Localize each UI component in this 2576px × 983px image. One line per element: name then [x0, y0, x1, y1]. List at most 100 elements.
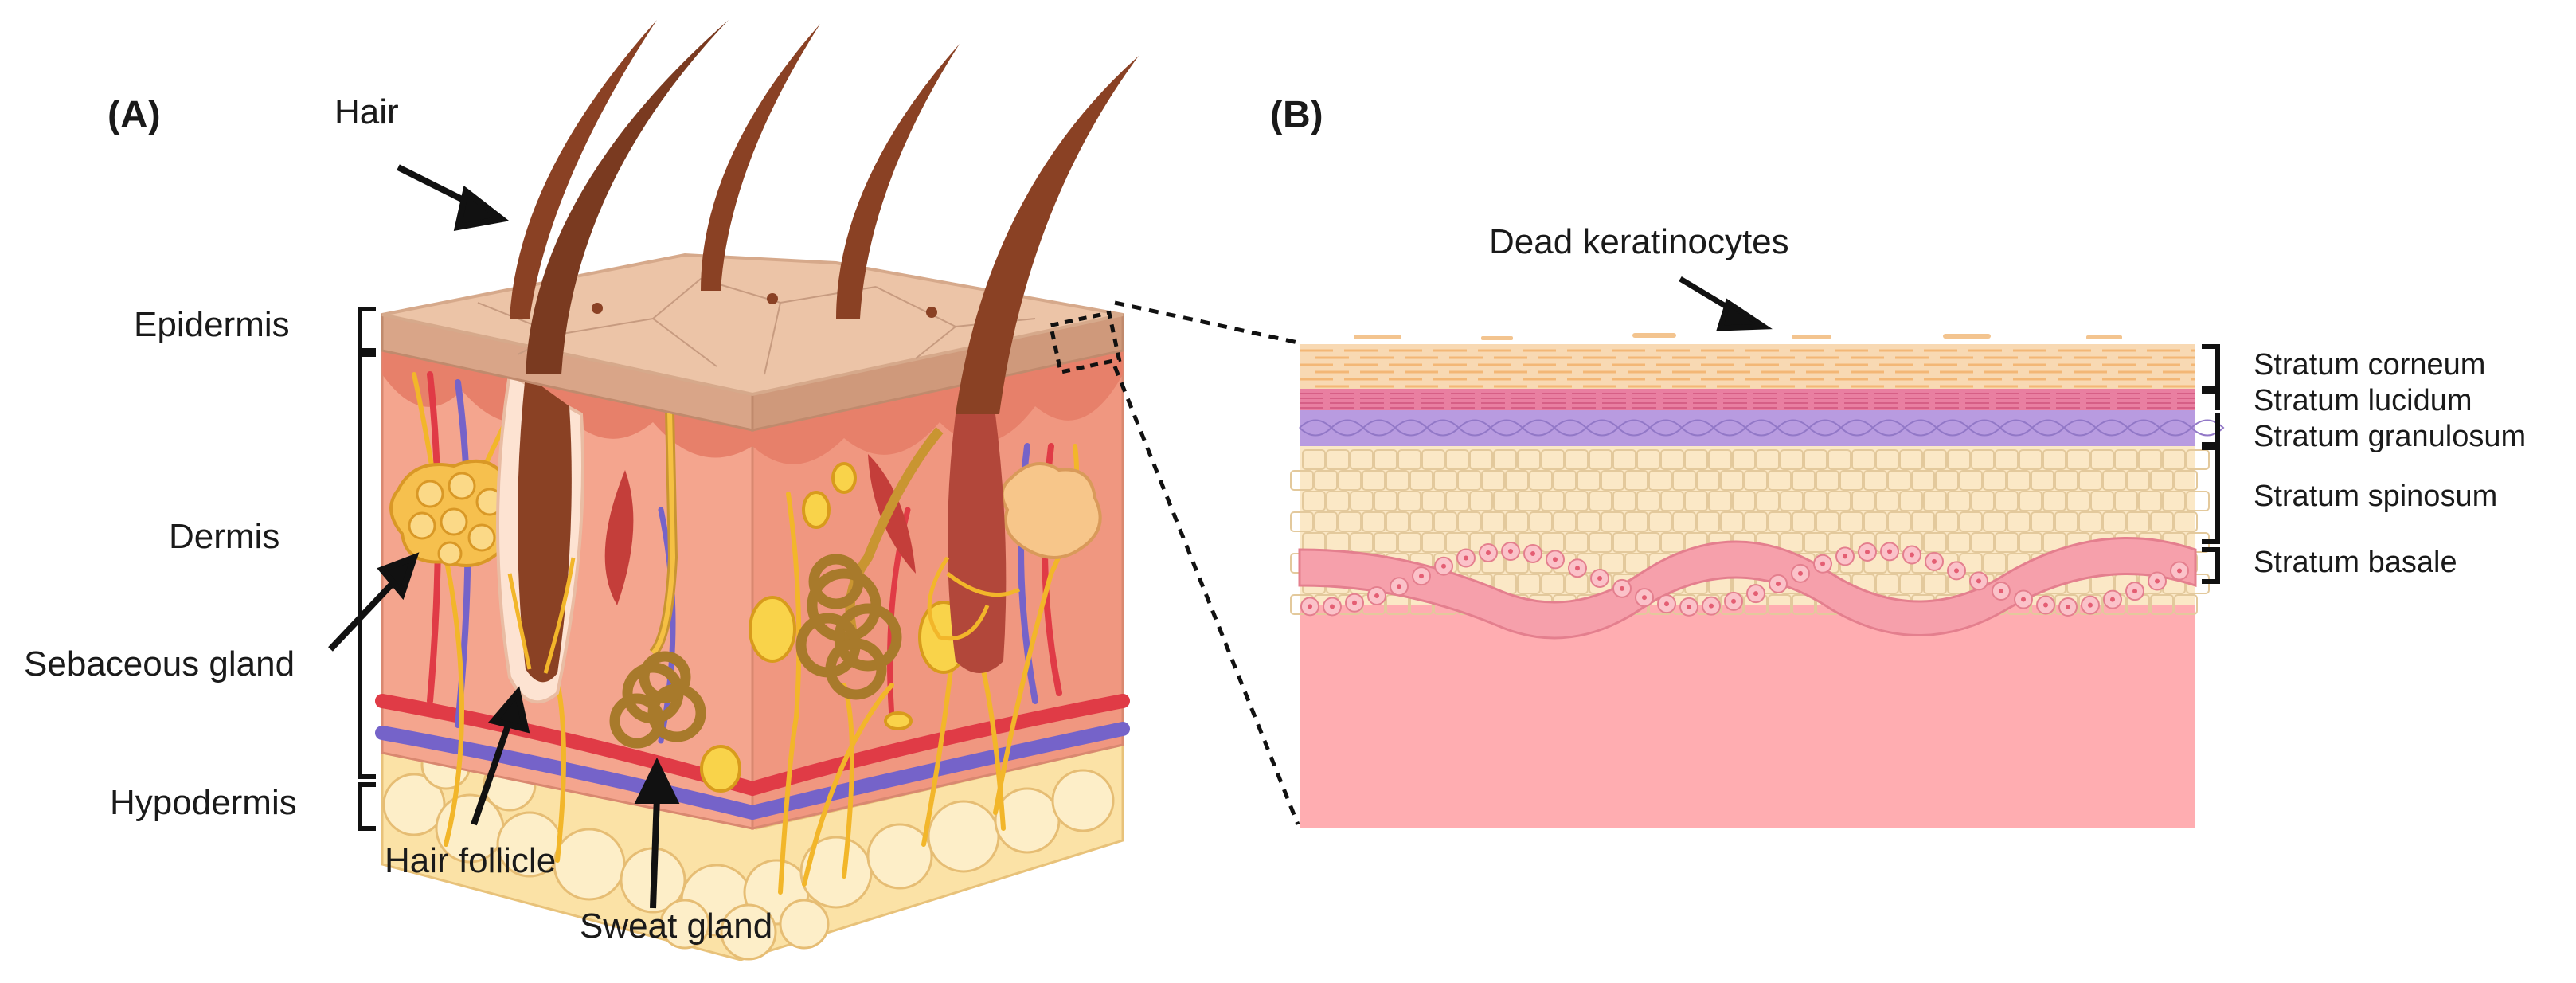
basale-nucleus — [1486, 550, 1491, 555]
spinosum-cell — [1660, 449, 1684, 470]
spinosum-cell — [1493, 449, 1517, 470]
spinosum-cell — [1433, 470, 1457, 491]
spinosum-cell — [1589, 449, 1612, 470]
label-hair: Hair — [334, 92, 399, 131]
spinosum-cell — [1768, 470, 1792, 491]
basale-nucleus — [1330, 604, 1335, 609]
spinosum-cell — [1636, 449, 1660, 470]
spinosum-cell — [1672, 470, 1696, 491]
spinosum-cell — [1517, 449, 1541, 470]
spinosum-cell — [1983, 511, 2007, 532]
spinosum-cell — [1995, 491, 2019, 511]
spinosum-cell — [1493, 491, 1517, 511]
spinosum-cell — [1505, 511, 1529, 532]
label-stratum-basale: Stratum basale — [2254, 546, 2457, 579]
spinosum-cell — [1720, 470, 1744, 491]
spinosum-cell — [1995, 532, 2019, 553]
spinosum-cell — [2054, 511, 2078, 532]
spinosum-cell — [1445, 449, 1469, 470]
basale-nucleus — [1508, 549, 1513, 554]
spinosum-cell — [1995, 449, 2019, 470]
sweat-gland-center — [609, 374, 706, 749]
spinosum-cell — [1350, 491, 1374, 511]
spinosum-cell — [1409, 470, 1433, 491]
spinosum-cell — [1827, 491, 1851, 511]
spinosum-cell — [1565, 449, 1589, 470]
basale-nucleus — [1620, 585, 1624, 591]
spinosum-cell — [1302, 449, 1326, 470]
spinosum-cell — [1553, 511, 1577, 532]
spinosum-cell — [1314, 511, 1338, 532]
spinosum-cell — [1397, 491, 1421, 511]
basale-nucleus — [1843, 554, 1847, 559]
zoom-connectors — [1112, 300, 1300, 825]
spinosum-cell — [1601, 470, 1624, 491]
basale-nucleus — [1932, 558, 1937, 564]
spinosum-cell — [1923, 574, 1947, 594]
spinosum-cell — [1696, 470, 1720, 491]
layer-brackets-b — [2202, 344, 2220, 584]
spinosum-cell — [1362, 511, 1386, 532]
spinosum-cell — [1887, 511, 1911, 532]
spinosum-cell — [1744, 470, 1768, 491]
spinosum-cell — [1672, 511, 1696, 532]
spinosum-cell — [1875, 574, 1899, 594]
spinosum-cell — [1326, 449, 1350, 470]
spinosum-cell — [1541, 491, 1565, 511]
spinosum-cell — [1696, 511, 1720, 532]
spinosum-cell — [1612, 532, 1636, 553]
spinosum-cell — [1374, 491, 1397, 511]
spinosum-cell — [1362, 470, 1386, 491]
basale-nucleus — [1352, 600, 1357, 605]
basale-nucleus — [1419, 574, 1424, 579]
label-hair-follicle: Hair follicle — [385, 841, 556, 880]
granulosum-texture — [1299, 419, 2225, 437]
spinosum-cell — [1947, 532, 1971, 553]
spinosum-cell — [1481, 470, 1505, 491]
label-stratum-corneum: Stratum corneum — [2254, 348, 2485, 382]
spinosum-cell — [2078, 511, 2102, 532]
spinosum-cell — [1660, 491, 1684, 511]
label-hypodermis: Hypodermis — [110, 783, 297, 822]
basale-bracket — [2202, 547, 2220, 584]
spinosum-cell — [2174, 511, 2198, 532]
basale-nucleus — [1865, 549, 1870, 554]
pores — [592, 293, 937, 318]
label-epidermis: Epidermis — [134, 305, 290, 344]
spinosum-cell — [1577, 470, 1601, 491]
spinosum-cell — [1684, 449, 1708, 470]
spinosum-cell — [1326, 491, 1350, 511]
spinosum-cell — [1899, 449, 1923, 470]
spinosum-cell — [1816, 470, 1839, 491]
spinosum-cell — [1601, 511, 1624, 532]
spinosum-cell — [1947, 491, 1971, 511]
spinosum-cell — [1290, 511, 1314, 532]
basale-nucleus — [1441, 563, 1446, 569]
granulosum-bracket — [2202, 413, 2220, 447]
spinosum-cell — [1827, 449, 1851, 470]
label-stratum-granulosum: Stratum granulosum — [2254, 420, 2526, 453]
spinosum-cell — [1911, 470, 1935, 491]
spinosum-cell — [1744, 511, 1768, 532]
basale-nucleus — [2155, 578, 2160, 584]
spinosum-cell — [1338, 511, 1362, 532]
spinosum-cell — [1445, 491, 1469, 511]
spinosum-cell — [2078, 470, 2102, 491]
spinosum-cell — [2186, 449, 2210, 470]
dead-keratinocyte-flakes — [1354, 333, 2122, 340]
spinosum-cell — [1792, 594, 1816, 615]
label-stratum-spinosum: Stratum spinosum — [2254, 480, 2497, 513]
basale-nucleus — [1820, 561, 1825, 566]
basale-nucleus — [1731, 598, 1736, 604]
spinosum-cell — [1971, 449, 1995, 470]
label-stratum-lucidum: Stratum lucidum — [2254, 384, 2472, 417]
spinosum-cell — [2042, 491, 2066, 511]
spinosum-cell — [2007, 470, 2031, 491]
spinosum-cell — [2174, 594, 2198, 615]
spinosum-cell — [2102, 511, 2126, 532]
spinosum-cell — [1935, 511, 1959, 532]
sweat-gland-right — [795, 427, 944, 700]
sweat-gland-arrow-head — [634, 757, 680, 804]
basale-nucleus — [1753, 591, 1758, 597]
